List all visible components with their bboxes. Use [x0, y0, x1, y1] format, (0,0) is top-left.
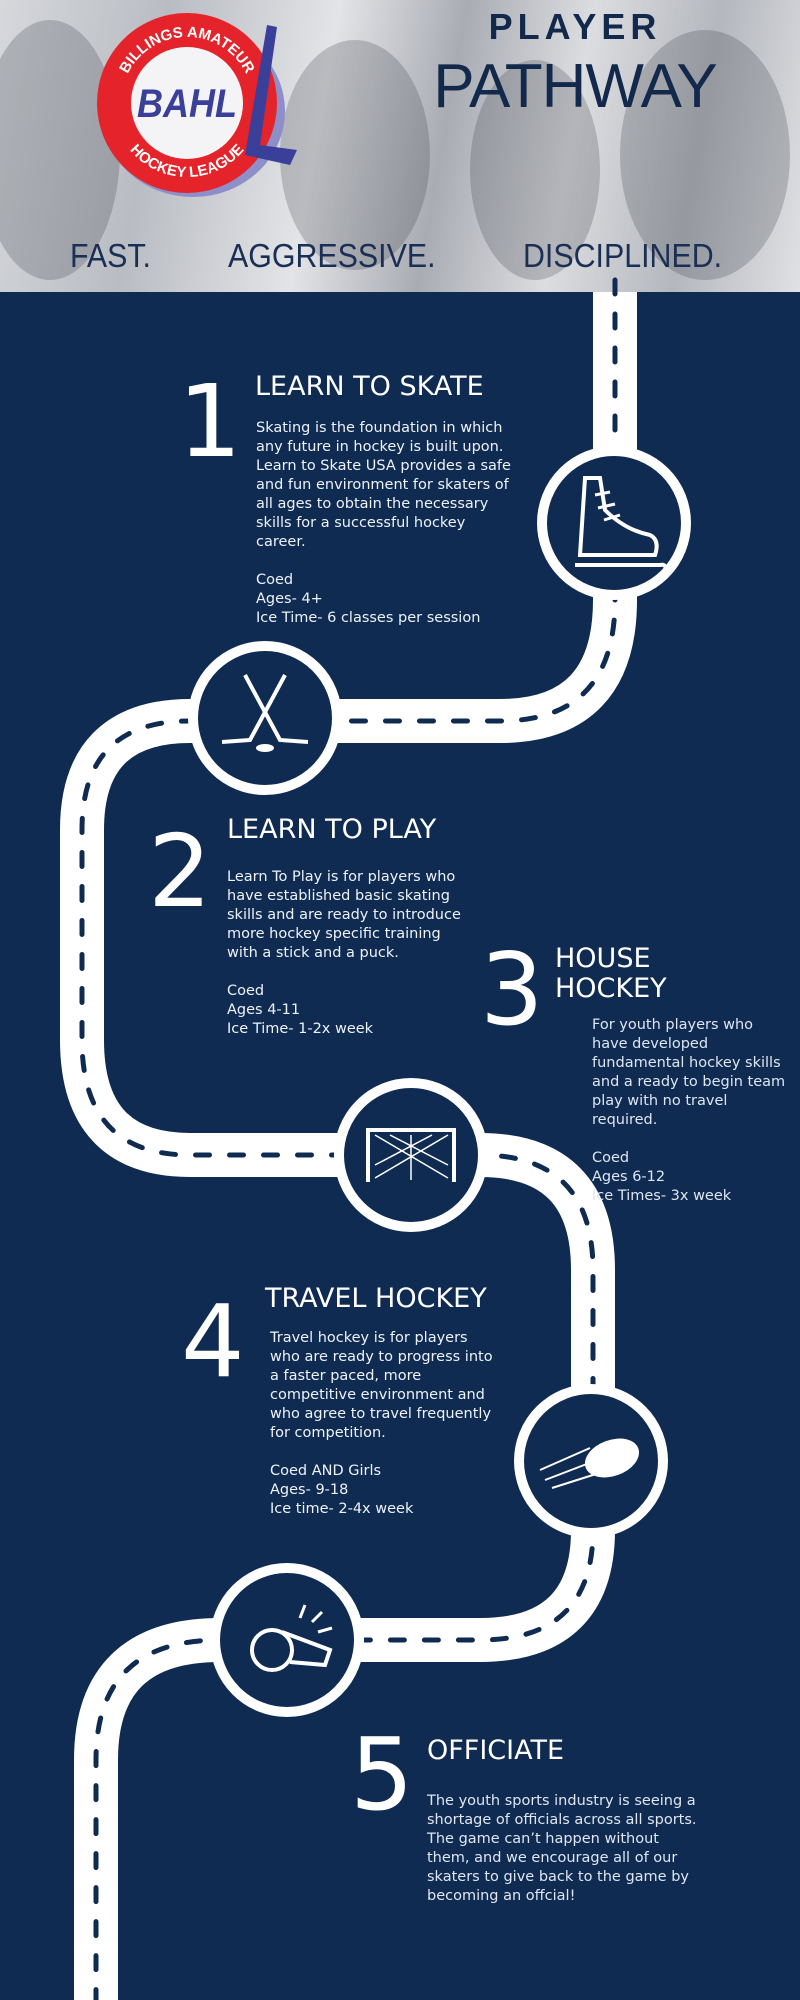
- step-4-title: TRAVEL HOCKEY: [265, 1283, 487, 1314]
- step-1-title: LEARN TO SKATE: [255, 371, 484, 402]
- logo-center-text: BAHL: [137, 82, 237, 126]
- step-1-detail: Coed: [256, 572, 294, 588]
- step-1-detail: Ice Time- 6 classes per session: [256, 610, 481, 626]
- bahl-logo: BILLINGS AMATEUR HOCKEY LEAGUE BAHL: [97, 13, 297, 197]
- puck-icon: [514, 1384, 668, 1538]
- step-3-title: HOUSE HOCKEY: [555, 943, 667, 1004]
- tagline-fast: FAST.: [70, 237, 151, 274]
- step-2-title: LEARN TO PLAY: [227, 814, 437, 845]
- step-3-number: 3: [480, 931, 544, 1048]
- whistle-icon: [210, 1563, 364, 1717]
- step-5-description: The youth sports industry is seeing a sh…: [427, 1793, 697, 1904]
- step-4-detail: Ages- 9-18: [270, 1482, 349, 1498]
- step-3-detail: Ages 6-12: [592, 1169, 666, 1185]
- step-2-detail: Coed: [227, 983, 265, 999]
- step-1-body: Skating is the foundation in which any f…: [256, 419, 516, 628]
- step-4-detail: Coed AND Girls: [270, 1463, 382, 1479]
- step-1-number: 1: [178, 363, 242, 480]
- step-4-body: Travel hockey is for players who are rea…: [270, 1329, 495, 1519]
- step-2-detail: Ice Time- 1-2x week: [227, 1021, 374, 1037]
- step-5-title: OFFICIATE: [427, 1735, 565, 1766]
- step-1-detail: Ages- 4+: [256, 591, 323, 607]
- step-4-description: Travel hockey is for players who are rea…: [270, 1330, 493, 1441]
- tagline-disciplined: DISCIPLINED.: [523, 237, 723, 274]
- step-2-number: 2: [148, 813, 212, 930]
- crossed-sticks-icon: [188, 641, 342, 795]
- step-3-detail: Ice Times- 3x week: [592, 1188, 732, 1204]
- title-pathway: PATHWAY: [433, 52, 717, 121]
- step-3-body: For youth players who have developed fun…: [592, 1016, 792, 1206]
- ice-skate-icon: [537, 446, 691, 600]
- step-3-description: For youth players who have developed fun…: [592, 1017, 786, 1128]
- step-5-number: 5: [350, 1716, 414, 1833]
- tagline-aggressive: AGGRESSIVE.: [228, 237, 436, 274]
- step-2-description: Learn To Play is for players who have es…: [227, 869, 461, 961]
- step-2-body: Learn To Play is for players who have es…: [227, 868, 462, 1039]
- header-banner: BILLINGS AMATEUR HOCKEY LEAGUE BAHL PLAY…: [0, 0, 800, 292]
- hockey-net-icon: [334, 1078, 488, 1232]
- step-4-detail: Ice time- 2-4x week: [270, 1501, 414, 1517]
- title-player: PLAYER: [488, 6, 662, 47]
- step-5-body: The youth sports industry is seeing a sh…: [427, 1792, 702, 1925]
- step-2-detail: Ages 4-11: [227, 1002, 301, 1018]
- step-3-detail: Coed: [592, 1150, 630, 1166]
- step-1-description: Skating is the foundation in which any f…: [256, 420, 511, 550]
- step-4-number: 4: [181, 1283, 245, 1400]
